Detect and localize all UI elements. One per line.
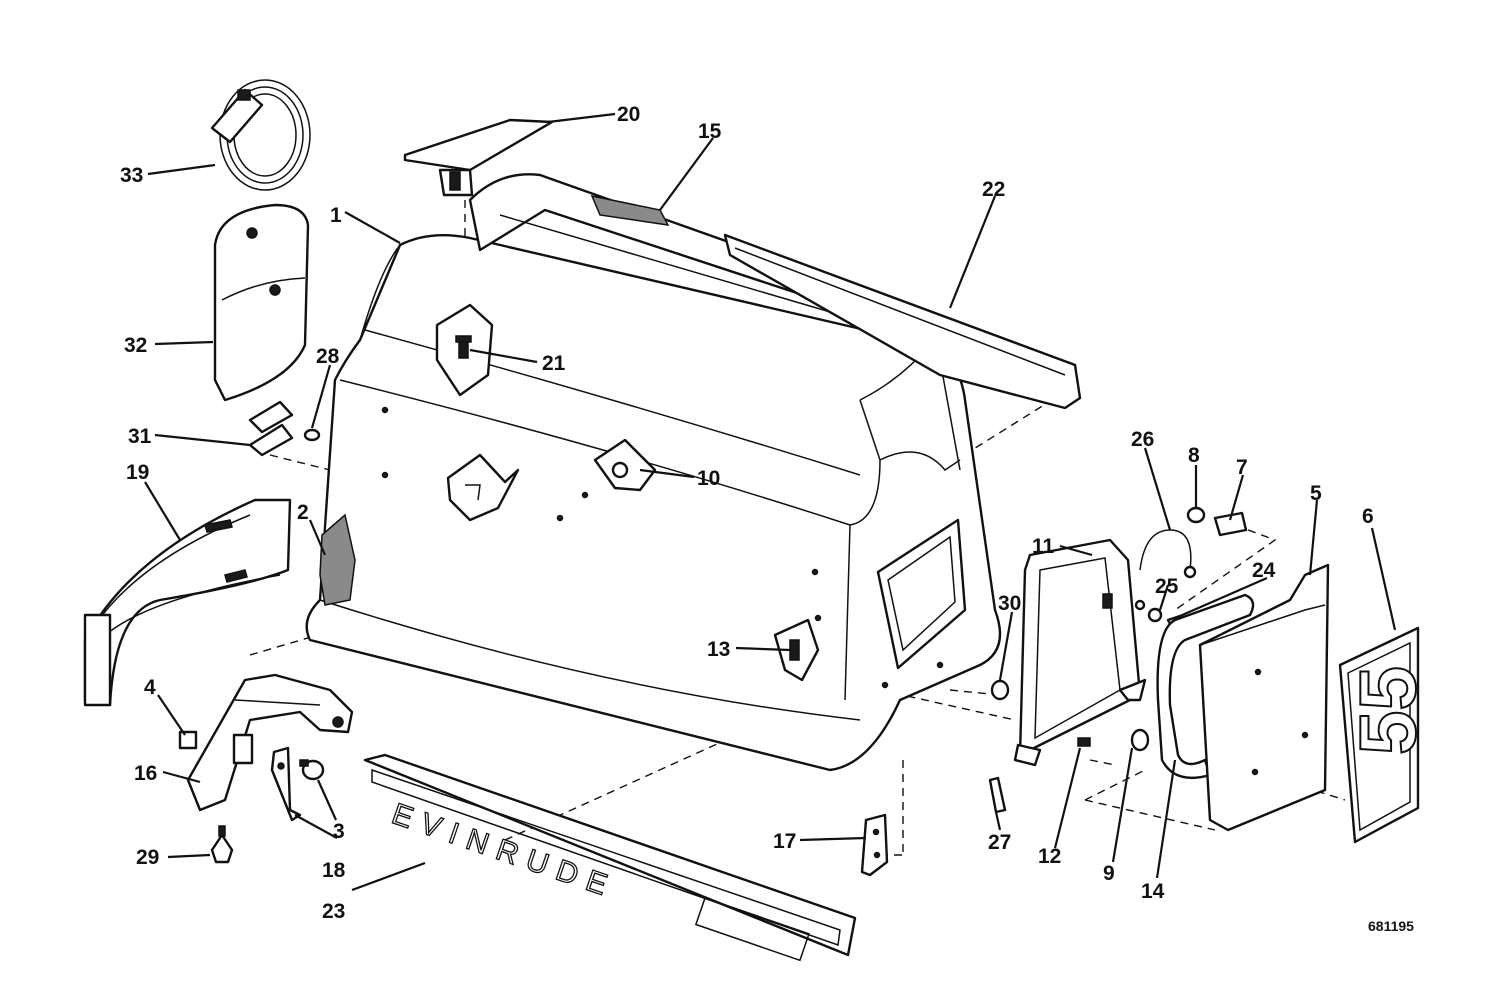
access-cover-20	[403, 118, 554, 197]
callout-3: 3	[333, 820, 345, 843]
callout-23: 23	[322, 900, 345, 923]
callout-21: 21	[542, 352, 566, 375]
callout-13: 13	[707, 638, 730, 661]
washer-25	[1147, 607, 1163, 623]
seal-2	[319, 513, 356, 606]
bracket-16	[186, 673, 354, 812]
callout-9: 9	[1103, 862, 1115, 885]
leader-lines	[144, 112, 1397, 892]
number-decal-6: 55	[1338, 626, 1433, 844]
callout-33: 33	[120, 164, 143, 187]
callout-27: 27	[988, 831, 1011, 854]
callout-11: 11	[1032, 535, 1055, 558]
screw-3	[299, 759, 325, 781]
drawing-number: 681195	[1368, 918, 1414, 934]
handle-14	[1156, 593, 1255, 780]
grommet-9	[1130, 728, 1150, 752]
callout-labels: 1 2 3 4 5 6 7 8 9 10 11 12 13 14 15 16 1…	[120, 103, 1374, 923]
callout-26: 26	[1131, 428, 1154, 451]
grommet-29	[210, 825, 234, 864]
clip-18	[270, 746, 302, 822]
plug-30	[990, 679, 1010, 701]
door-frame-11	[1013, 538, 1147, 767]
pin-27	[988, 776, 1007, 814]
callout-20: 20	[617, 103, 640, 126]
screw-12	[1077, 737, 1091, 747]
screw-8	[1186, 506, 1206, 524]
bracket-17	[860, 813, 889, 877]
callout-24: 24	[1252, 559, 1276, 582]
callout-28: 28	[316, 345, 340, 368]
callout-17: 17	[773, 830, 796, 853]
callout-29: 29	[136, 846, 159, 869]
callout-2: 2	[297, 501, 309, 524]
callout-19: 19	[126, 461, 149, 484]
callout-4: 4	[144, 676, 156, 699]
front-trim-19	[83, 498, 292, 707]
callout-32: 32	[124, 334, 147, 357]
callout-16: 16	[134, 762, 157, 785]
clips-31	[248, 400, 294, 457]
latch-7	[1213, 511, 1248, 537]
storage-pouch-32	[213, 203, 310, 402]
hood-cutaway-bolt-21	[435, 303, 494, 397]
side-trim-22	[723, 233, 1082, 410]
callout-25: 25	[1155, 575, 1179, 598]
callout-14: 14	[1141, 880, 1165, 903]
callout-7: 7	[1236, 456, 1248, 479]
nut-4	[178, 730, 198, 750]
side-decal-number: 55	[1343, 666, 1432, 755]
callout-12: 12	[1038, 845, 1061, 868]
side-cover-5	[1198, 563, 1330, 832]
callout-1: 1	[330, 204, 342, 227]
callout-30: 30	[998, 592, 1021, 615]
brand-decal-23: EVINRUDE	[363, 753, 857, 962]
callout-15: 15	[698, 120, 722, 143]
assembly-dashed-lines	[249, 200, 1346, 856]
callout-18: 18	[322, 859, 346, 882]
callout-31: 31	[128, 425, 152, 448]
callout-6: 6	[1362, 505, 1374, 528]
spark-plug-lead-33	[210, 79, 311, 191]
hood-cutaway-13	[773, 618, 820, 682]
hood-cutaway-10	[593, 438, 657, 492]
plug-28	[303, 428, 321, 442]
callout-22: 22	[982, 178, 1005, 201]
callout-10: 10	[697, 467, 720, 490]
callout-5: 5	[1310, 482, 1322, 505]
callout-8: 8	[1188, 444, 1200, 467]
hood-cutaway-left	[446, 453, 520, 522]
